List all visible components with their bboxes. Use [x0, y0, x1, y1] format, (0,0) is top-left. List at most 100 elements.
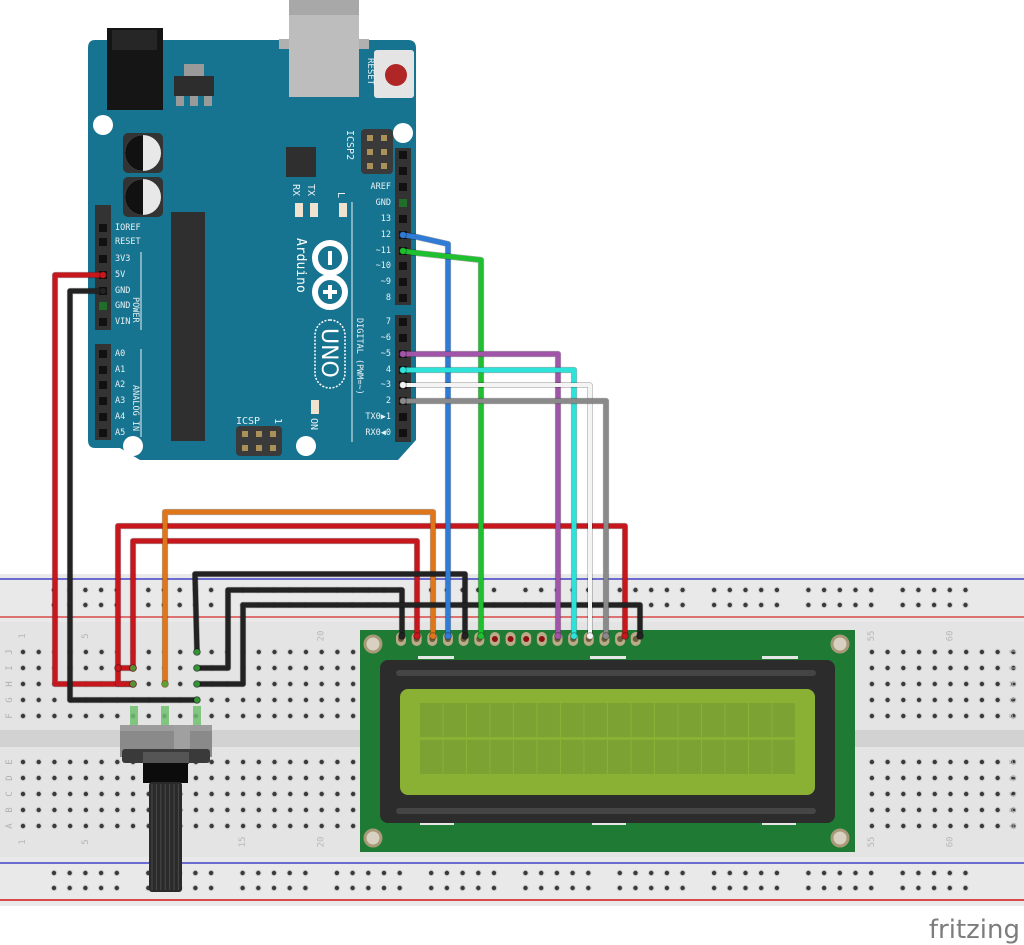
breadboard-hole[interactable] [83, 713, 89, 719]
breadboard-hole[interactable] [225, 775, 230, 781]
breadboard-hole[interactable] [916, 759, 922, 765]
rail-hole[interactable] [711, 602, 717, 608]
rail-hole[interactable] [491, 587, 497, 593]
rail-hole[interactable] [837, 870, 842, 876]
rail-hole[interactable] [711, 870, 717, 876]
rail-hole[interactable] [900, 587, 905, 593]
breadboard-hole[interactable] [83, 649, 89, 655]
breadboard-hole[interactable] [901, 759, 906, 765]
rail-hole[interactable] [727, 587, 732, 593]
breadboard-hole[interactable] [350, 775, 356, 781]
breadboard-hole[interactable] [67, 807, 73, 813]
header-pin[interactable] [399, 429, 407, 437]
rail-hole[interactable] [617, 885, 622, 891]
d4-wire[interactable] [400, 367, 577, 639]
breadboard-hole[interactable] [256, 759, 261, 765]
breadboard-hole[interactable] [83, 759, 89, 765]
rail-hole[interactable] [271, 885, 277, 891]
breadboard-hole[interactable] [350, 759, 356, 765]
rail-hole[interactable] [853, 602, 858, 608]
rail-hole[interactable] [869, 870, 874, 876]
breadboard-hole[interactable] [964, 791, 969, 797]
breadboard-hole[interactable] [901, 823, 906, 829]
breadboard-hole[interactable] [209, 823, 214, 829]
rail-hole[interactable] [476, 870, 481, 876]
breadboard-hole[interactable] [303, 807, 309, 813]
header-pin[interactable] [99, 350, 107, 358]
breadboard-hole[interactable] [1011, 791, 1016, 797]
breadboard-hole[interactable] [115, 791, 120, 797]
breadboard-hole[interactable] [964, 713, 969, 719]
breadboard-hole[interactable] [916, 713, 922, 719]
breadboard-hole[interactable] [932, 697, 937, 703]
rail-hole[interactable] [664, 587, 670, 593]
rail-hole[interactable] [727, 602, 732, 608]
breadboard-hole[interactable] [36, 681, 41, 687]
breadboard-hole[interactable] [36, 665, 41, 671]
breadboard-hole[interactable] [99, 791, 104, 797]
breadboard-hole[interactable] [288, 807, 293, 813]
breadboard-hole[interactable] [350, 713, 356, 719]
breadboard-hole[interactable] [193, 807, 199, 813]
rail-hole[interactable] [303, 885, 308, 891]
breadboard-hole[interactable] [979, 713, 985, 719]
breadboard-hole[interactable] [115, 807, 120, 813]
breadboard-hole[interactable] [256, 807, 261, 813]
d2-wire[interactable] [400, 398, 609, 639]
rail-hole[interactable] [680, 885, 685, 891]
rail-hole[interactable] [821, 885, 827, 891]
rail-hole[interactable] [83, 602, 88, 608]
rail-hole[interactable] [287, 870, 292, 876]
breadboard-hole[interactable] [288, 697, 293, 703]
rail-hole[interactable] [916, 602, 921, 608]
breadboard-hole[interactable] [948, 823, 953, 829]
breadboard-hole[interactable] [932, 713, 937, 719]
breadboard-hole[interactable] [350, 791, 356, 797]
breadboard-hole[interactable] [885, 649, 890, 655]
breadboard-hole[interactable] [1011, 759, 1016, 765]
header-pin[interactable] [399, 167, 407, 175]
rail-hole[interactable] [711, 587, 717, 593]
d3-wire[interactable] [401, 383, 592, 638]
breadboard-hole[interactable] [272, 665, 277, 671]
breadboard-hole[interactable] [948, 681, 953, 687]
rail-hole[interactable] [334, 870, 340, 876]
breadboard-hole[interactable] [995, 665, 1000, 671]
breadboard-hole[interactable] [67, 713, 73, 719]
rail-hole[interactable] [649, 602, 654, 608]
lcd-pin[interactable] [507, 636, 514, 642]
rail-hole[interactable] [916, 870, 921, 876]
breadboard-hole[interactable] [979, 681, 985, 687]
breadboard-hole[interactable] [20, 713, 26, 719]
rail-hole[interactable] [806, 587, 811, 593]
breadboard-hole[interactable] [303, 791, 309, 797]
breadboard-hole[interactable] [256, 649, 261, 655]
breadboard-hole[interactable] [67, 775, 73, 781]
breadboard-hole[interactable] [178, 649, 183, 655]
breadboard-hole[interactable] [319, 807, 324, 813]
breadboard-hole[interactable] [901, 775, 906, 781]
breadboard-hole[interactable] [209, 649, 214, 655]
rail-hole[interactable] [947, 587, 952, 593]
breadboard-hole[interactable] [99, 823, 104, 829]
breadboard-hole[interactable] [146, 649, 151, 655]
rail-hole[interactable] [303, 870, 308, 876]
rail-hole[interactable] [963, 870, 968, 876]
breadboard-hole[interactable] [932, 759, 937, 765]
icsp-pin[interactable] [270, 445, 276, 451]
breadboard-hole[interactable] [288, 823, 293, 829]
breadboard-hole[interactable] [995, 697, 1000, 703]
rail-hole[interactable] [869, 587, 874, 593]
lcd-pin[interactable] [617, 636, 624, 642]
rail-hole[interactable] [240, 870, 245, 876]
breadboard-hole[interactable] [20, 681, 26, 687]
breadboard-hole[interactable] [964, 759, 969, 765]
rail-hole[interactable] [837, 587, 842, 593]
breadboard-hole[interactable] [335, 665, 340, 671]
breadboard-hole[interactable] [52, 823, 57, 829]
breadboard-hole[interactable] [1011, 713, 1016, 719]
rail-hole[interactable] [853, 587, 858, 593]
breadboard-hole[interactable] [948, 775, 953, 781]
breadboard-hole[interactable] [1011, 823, 1016, 829]
rail-hole[interactable] [240, 885, 245, 891]
